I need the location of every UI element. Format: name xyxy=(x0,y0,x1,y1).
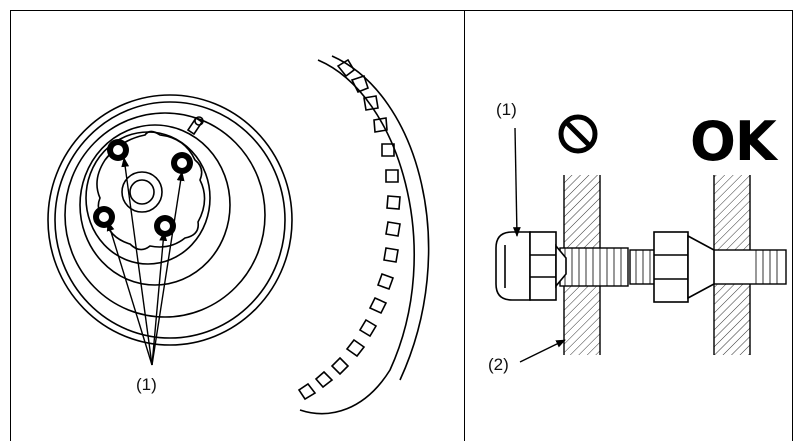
left-callout-1: (1) xyxy=(136,375,157,394)
nut-correct xyxy=(653,231,715,303)
wheel-nut-top-right xyxy=(171,152,193,174)
wheel-nut-bottom-left xyxy=(93,206,115,228)
tire xyxy=(297,55,430,415)
prohibited-icon xyxy=(558,114,598,154)
stud-wrong xyxy=(559,247,629,287)
right-panel-nut-orientation xyxy=(464,10,793,441)
ok-label: OK xyxy=(690,110,779,173)
right-callout-2: (2) xyxy=(488,355,509,374)
right-leader-2 xyxy=(519,339,566,363)
left-leader-lines xyxy=(106,157,185,366)
nut-wrong xyxy=(495,231,567,301)
wheel-rim xyxy=(47,94,293,346)
right-leader-1 xyxy=(512,127,521,237)
right-callout-1: (1) xyxy=(496,100,517,119)
wheel-nut-top-left xyxy=(107,139,129,161)
